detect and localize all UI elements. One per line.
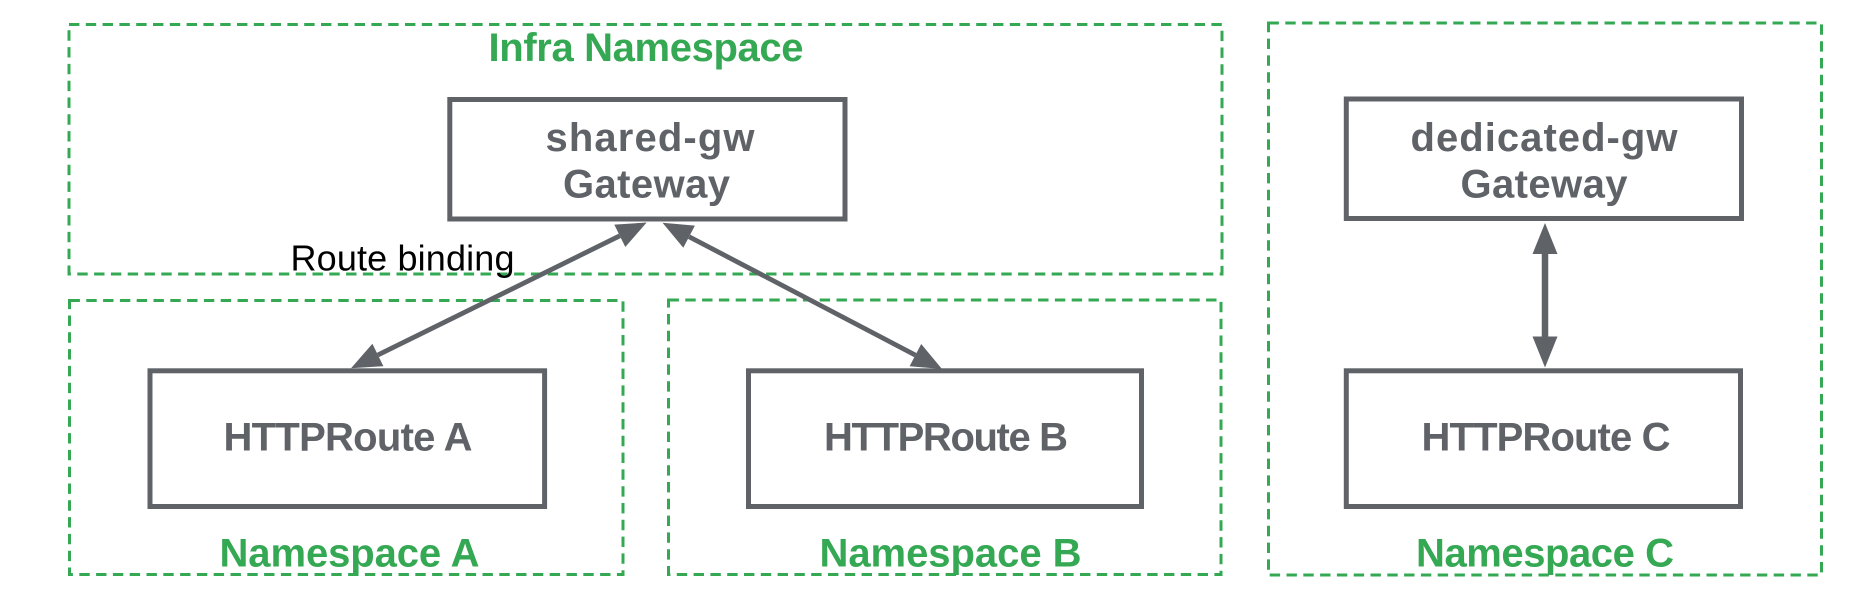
svg-text:Gateway: Gateway bbox=[1461, 163, 1629, 207]
svg-text:Route binding: Route binding bbox=[291, 238, 515, 279]
svg-text:HTTPRoute A: HTTPRoute A bbox=[224, 416, 473, 460]
svg-text:Infra Namespace: Infra Namespace bbox=[489, 26, 804, 70]
svg-text:Namespace C: Namespace C bbox=[1416, 532, 1674, 576]
svg-text:Namespace A: Namespace A bbox=[220, 532, 480, 576]
svg-text:HTTPRoute B: HTTPRoute B bbox=[824, 416, 1068, 460]
svg-text:HTTPRoute C: HTTPRoute C bbox=[1422, 416, 1671, 460]
svg-text:dedicated-gw: dedicated-gw bbox=[1411, 116, 1679, 160]
svg-text:Gateway: Gateway bbox=[563, 163, 731, 207]
svg-text:Namespace B: Namespace B bbox=[820, 532, 1082, 576]
svg-text:shared-gw: shared-gw bbox=[546, 116, 756, 160]
